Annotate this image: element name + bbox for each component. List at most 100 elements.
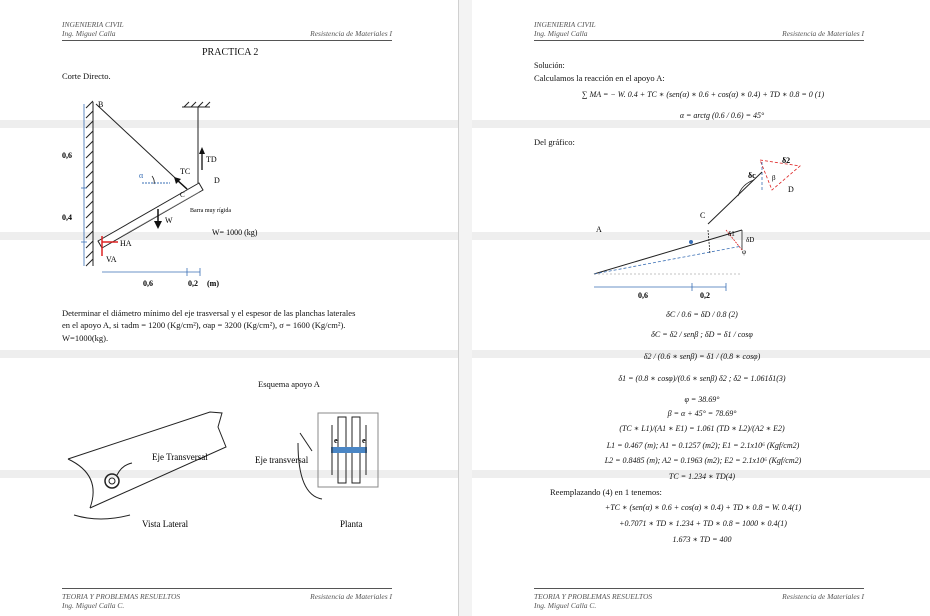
bar-deformed xyxy=(593,245,743,275)
label-deltac: δc xyxy=(748,171,756,180)
footer-right: Resistencia de Materiales I xyxy=(310,592,392,601)
label-d: D xyxy=(788,185,794,194)
label-vista-lateral: Vista Lateral xyxy=(142,519,189,529)
lateral-view xyxy=(67,411,227,520)
label-delta1: δ1 xyxy=(728,230,735,238)
wall-hatch xyxy=(85,100,94,267)
label-td: TD xyxy=(206,155,217,164)
problem-line3: W=1000(kg). xyxy=(62,333,109,343)
equation-sub1: +TC ∗ (sen(α) ∗ 0.6 + cos(α) ∗ 0.4) + TD… xyxy=(604,503,802,512)
page-title: PRACTICA 2 xyxy=(202,47,259,58)
equation-4: TC = 1.234 ∗ TD(4) xyxy=(668,472,736,481)
header-line1: INGENIERIA CIVIL xyxy=(534,20,596,29)
label-c: C xyxy=(700,211,705,220)
label-deltad: δD xyxy=(746,236,754,244)
dim-06: 0,6 xyxy=(638,291,648,300)
label-e-right: e xyxy=(362,436,366,445)
scan-stripe xyxy=(0,120,458,128)
footer-rule xyxy=(62,588,392,589)
figure-cable-bar: B 0,6 0,4 TC TD α D C Barra muy rígida W… xyxy=(62,100,258,288)
w-arrow xyxy=(154,221,162,229)
header-line2: Ing. Miguel Calla xyxy=(62,29,116,38)
header-rule xyxy=(534,40,864,41)
footer-right: Resistencia de Materiales I xyxy=(782,592,864,601)
header-right: Resistencia de Materiales I xyxy=(310,29,392,38)
ceiling-hatch xyxy=(182,101,211,108)
equation-moments: ∑ MA = − W. 0.4 + TC ∗ (sen(α) ∗ 0.6 + c… xyxy=(581,90,825,99)
cable-bc xyxy=(95,103,188,190)
triangle-delta2 xyxy=(759,159,801,191)
page-header: INGENIERIA CIVIL Ing. Miguel Calla Resis… xyxy=(62,20,392,38)
label-e-left: e xyxy=(334,436,338,445)
label-c: C xyxy=(180,191,185,199)
scan-stripe xyxy=(472,232,930,240)
label-unit: (m) xyxy=(207,279,219,288)
scan-stripe xyxy=(0,470,458,478)
equation-l1: L1 = 0.467 (m); A1 = 0.1257 (m2); E1 = 2… xyxy=(606,441,800,450)
label-planta: Planta xyxy=(340,519,363,529)
bar-original xyxy=(593,229,743,275)
header-line2: Ing. Miguel Calla xyxy=(534,29,588,38)
label-b: B xyxy=(98,100,103,109)
section-subtitle: Corte Directo. xyxy=(62,71,111,81)
equation-2: δC / 0.6 = δD / 0.8 (2) xyxy=(666,310,738,319)
header-line1: INGENIERIA CIVIL xyxy=(62,20,124,29)
solucion-label: Solución: xyxy=(534,61,565,70)
del-grafico: Del gráfico: xyxy=(534,137,575,147)
equation-ratio: δ2 / (0.6 ∗ senβ) = δ1 / (0.8 ∗ cosφ) xyxy=(643,352,761,361)
header-right: Resistencia de Materiales I xyxy=(782,29,864,38)
header-rule xyxy=(62,40,392,41)
label-delta2: δ2 xyxy=(782,156,790,165)
figure2-title: Esquema apoyo A xyxy=(258,379,320,389)
dim-02: 0,2 xyxy=(700,291,710,300)
label-beta: β xyxy=(772,174,776,182)
page-header: INGENIERIA CIVIL Ing. Miguel Calla Resis… xyxy=(534,20,864,38)
label-weight: W= 1000 (kg) xyxy=(212,228,258,237)
plan-view xyxy=(297,412,379,500)
page-footer: TEORIA Y PROBLEMAS RESUELTOS Ing. Miguel… xyxy=(62,592,392,610)
reemplazando: Reemplazando (4) en 1 tenemos: xyxy=(550,487,662,497)
dim-06-horiz: 0,6 xyxy=(143,279,153,288)
equation-3: δ1 = (0.8 ∗ cosφ)/(0.6 ∗ senβ) δ2 ; δ2 =… xyxy=(618,374,786,383)
equation-deltas: δC = δ2 / senβ ; δD = δ1 / cosφ xyxy=(651,330,753,339)
footer-line2: Ing. Miguel Calla C. xyxy=(62,601,125,610)
dim-06-vert: 0,6 xyxy=(62,151,72,160)
scan-stripe xyxy=(472,350,930,358)
footer-line1: TEORIA Y PROBLEMAS RESUELTOS xyxy=(534,592,653,601)
problem-line2: en el apoyo A, si τadm = 1200 (Kg/cm²), … xyxy=(62,320,346,330)
left-page: INGENIERIA CIVIL Ing. Miguel Calla Resis… xyxy=(0,0,458,616)
td-arrow xyxy=(199,147,205,154)
calc-intro: Calculamos la reacción en el apoyo A: xyxy=(534,73,665,83)
scan-stripe xyxy=(472,470,930,478)
label-w: W xyxy=(165,216,173,225)
figure-support-scheme: Eje Transversal Eje transversal e e Vist… xyxy=(67,411,379,529)
problem-line1: Determinar el diámetro mínimo del eje tr… xyxy=(62,308,356,318)
dim-02-horiz: 0,2 xyxy=(188,279,198,288)
equation-result: 1.673 ∗ TD = 400 xyxy=(672,535,732,544)
label-ha: HA xyxy=(120,239,132,248)
figure-displacements: δ2 δc β D C A δ1 δD φ 0,6 0,2 xyxy=(593,156,801,300)
equation-l2: L2 = 0.8485 (m); A2 = 0.1963 (m2); E2 = … xyxy=(604,456,802,465)
equation-sub2: +0.7071 ∗ TD ∗ 1.234 + TD ∗ 0.8 = 1000 ∗… xyxy=(619,519,787,528)
page-footer: TEORIA Y PROBLEMAS RESUELTOS Ing. Miguel… xyxy=(534,592,864,610)
equation-phi: φ = 38.69° xyxy=(684,395,720,404)
equation-alpha: α = arctg (0.6 / 0.6) = 45° xyxy=(679,111,765,120)
label-alpha: α xyxy=(139,171,144,180)
footer-rule xyxy=(534,588,864,589)
scan-stripe xyxy=(0,232,458,240)
label-eje-transversal-plan: Eje transversal xyxy=(255,455,309,465)
rigid-bar xyxy=(97,182,204,249)
tc-arrow xyxy=(174,177,181,184)
label-tc: TC xyxy=(180,167,190,176)
label-eje-transversal: Eje Transversal xyxy=(152,452,208,462)
footer-line1: TEORIA Y PROBLEMAS RESUELTOS xyxy=(62,592,181,601)
footer-line2: Ing. Miguel Calla C. xyxy=(534,601,597,610)
right-page: INGENIERIA CIVIL Ing. Miguel Calla Resis… xyxy=(472,0,930,616)
scan-stripe xyxy=(472,120,930,128)
label-d: D xyxy=(214,176,220,185)
label-phi: φ xyxy=(742,248,746,256)
label-barra: Barra muy rígida xyxy=(190,208,231,214)
label-a: A xyxy=(596,225,602,234)
equation-beta: β = α + 45° = 78.69° xyxy=(667,409,737,418)
dim-04-vert: 0,4 xyxy=(62,213,72,222)
